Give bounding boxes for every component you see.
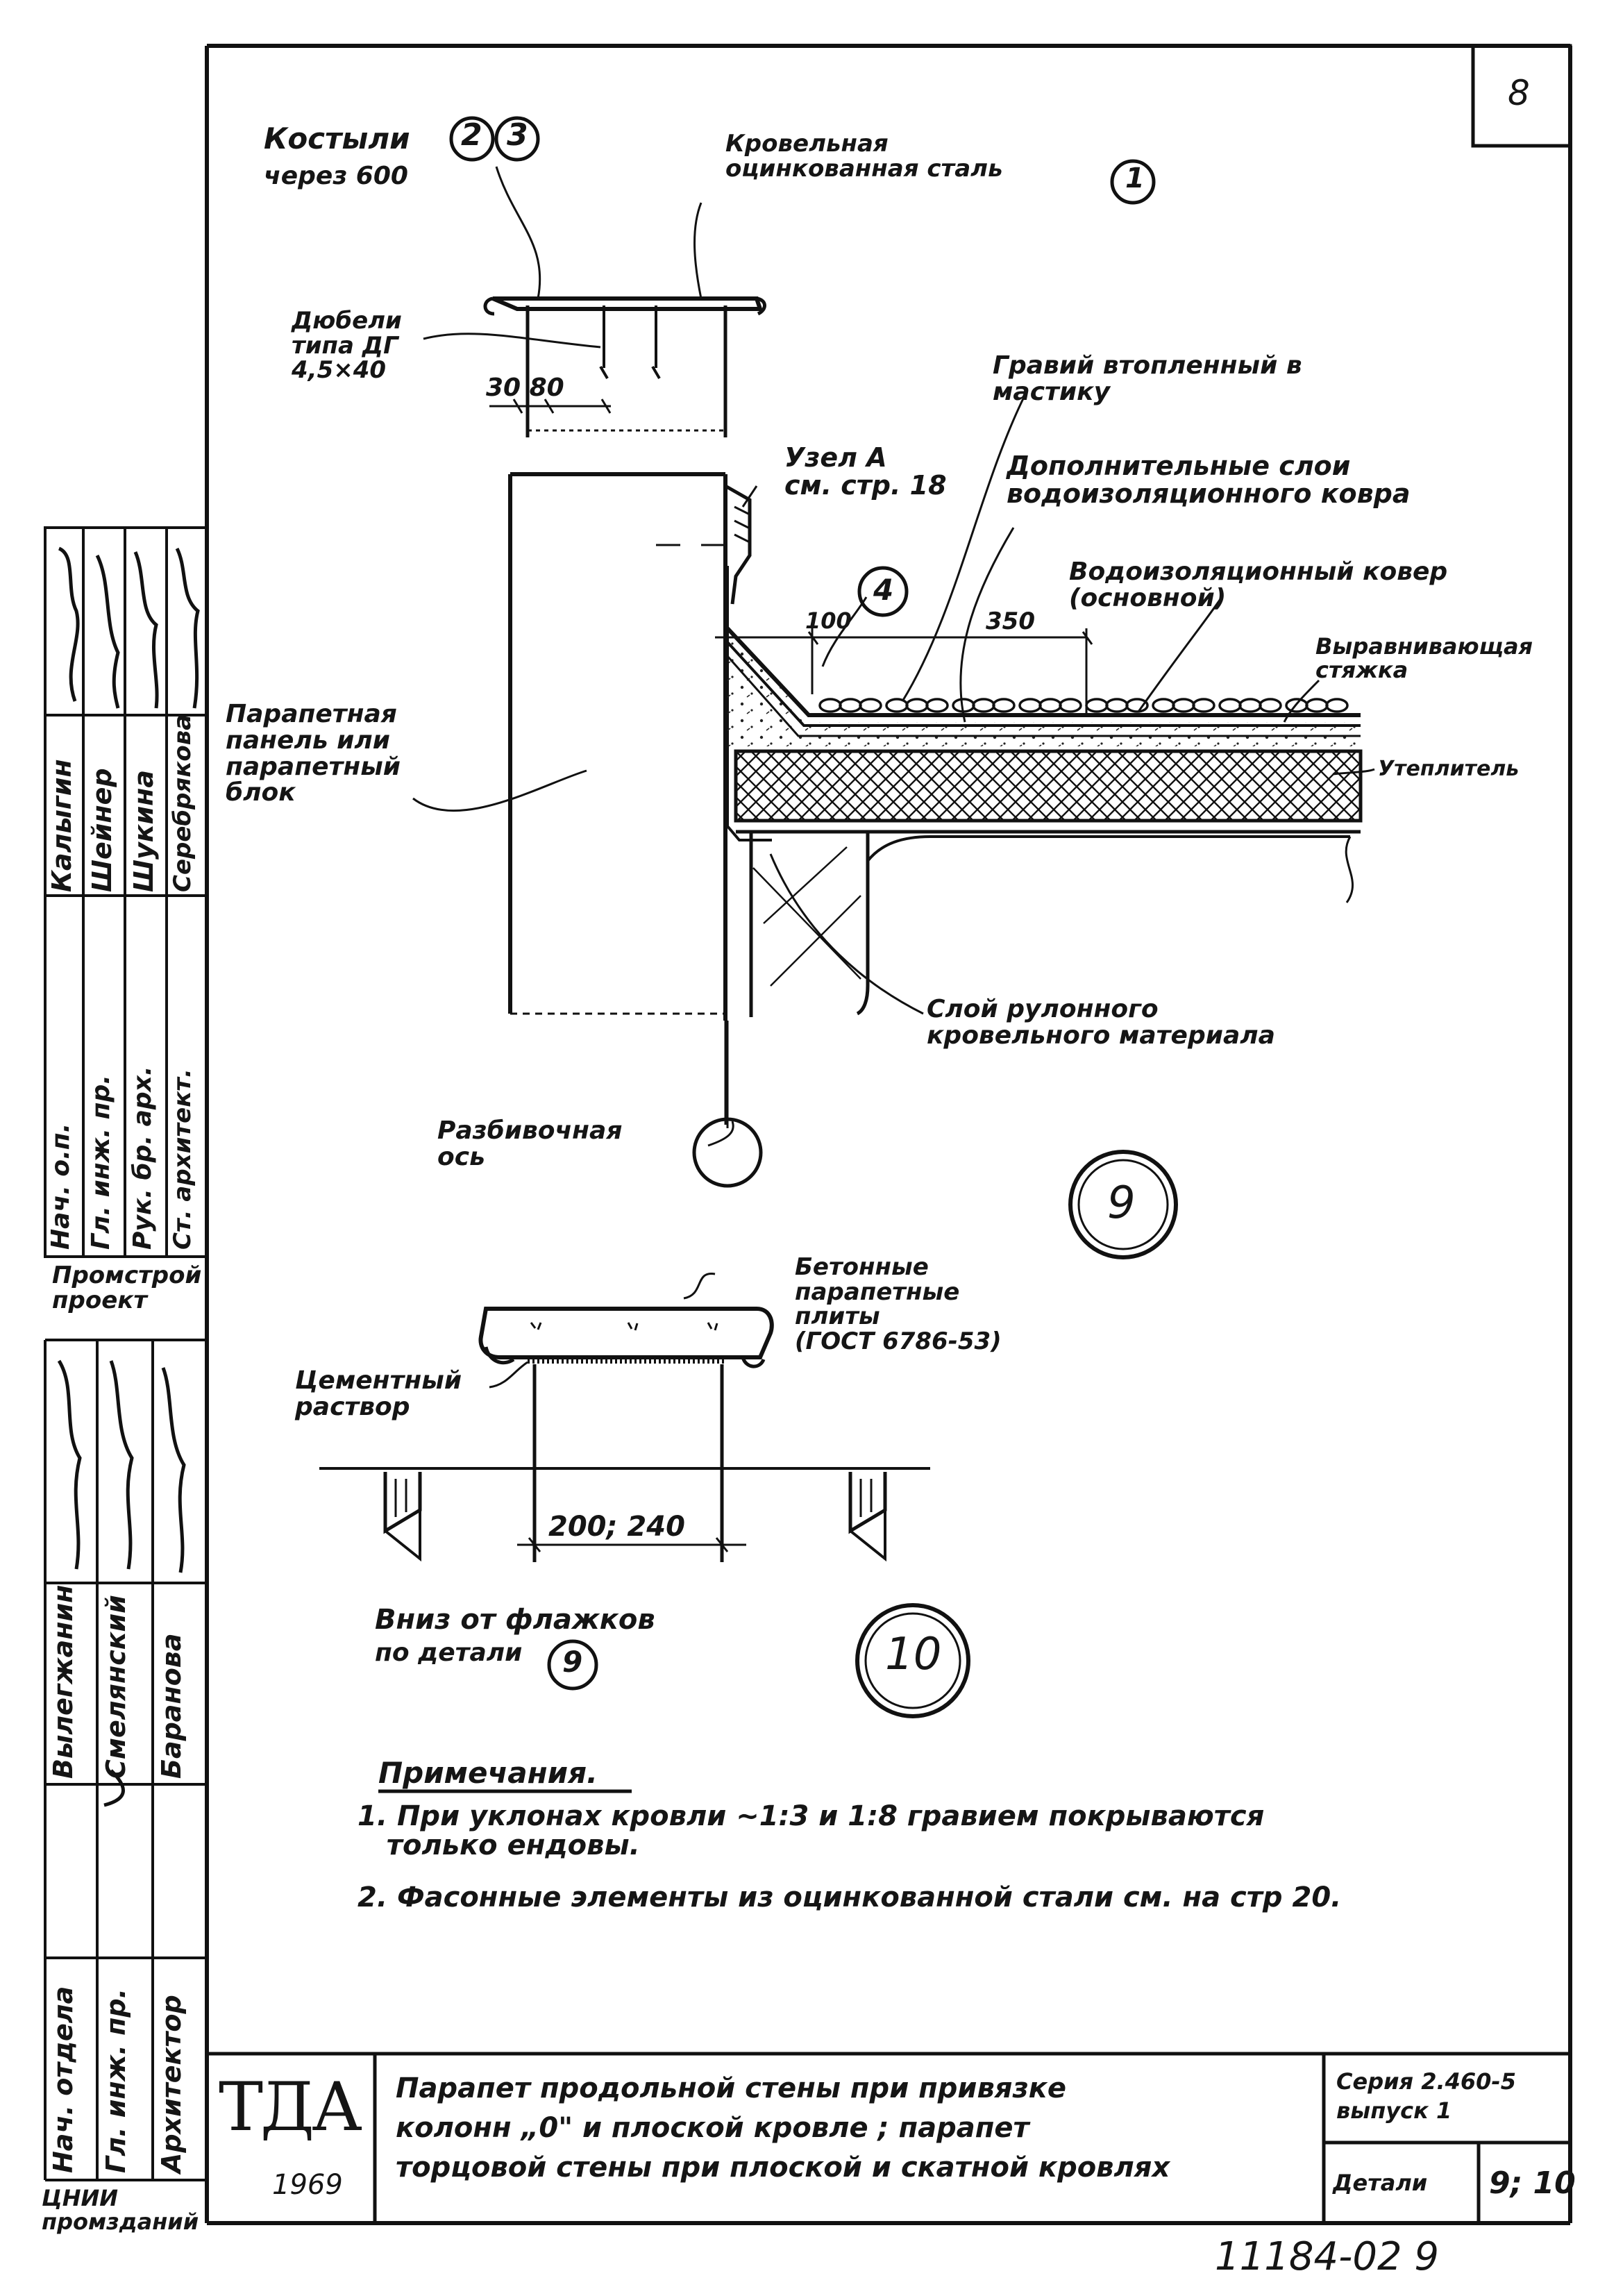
gravel-pebble bbox=[885, 698, 909, 713]
gravel-pebble bbox=[1105, 698, 1129, 713]
stamp-bottom-name-3: Баранова bbox=[156, 1633, 187, 1779]
stamp-top-name-1: Калыгин bbox=[47, 759, 77, 892]
label-node: Узел А см. стр. 18 bbox=[784, 442, 947, 501]
stamp-bottom-name-1: Вылегжанин bbox=[48, 1584, 78, 1779]
gravel-pebble bbox=[1192, 698, 1215, 713]
roof-steel-circle: 1 bbox=[1125, 162, 1145, 194]
stamp-bottom-name-2: Смелянский bbox=[101, 1595, 131, 1779]
stamp-bottom-role-2: Гл. инж. пр. bbox=[101, 1988, 131, 2173]
detail-9-number: 9 bbox=[1107, 1178, 1136, 1229]
label-kostyli-step: через 600 bbox=[264, 162, 408, 190]
label-concrete-slabs: Бетонные парапетные плиты (ГОСТ 6786-53) bbox=[795, 1253, 1002, 1356]
coping-fragment bbox=[483, 296, 766, 437]
label-parapet-panel: Парапетная панель или парапетный блок bbox=[226, 700, 401, 807]
label-screed: Выравнивающая стяжка bbox=[1315, 633, 1533, 683]
details-value: 9; 10 bbox=[1489, 2165, 1576, 2201]
detail-10-circles bbox=[547, 1603, 970, 1718]
label-kostyli: Костыли bbox=[264, 121, 410, 156]
gravel-pebble bbox=[1059, 698, 1082, 713]
label-insulation: Утеплитель bbox=[1378, 757, 1520, 781]
dim-350: 350 bbox=[986, 607, 1035, 635]
bottom-archive-stamp: 11184-02 9 bbox=[1215, 2234, 1440, 2279]
note-1: 1. При уклонах кровли ~1:3 и 1:8 гравием… bbox=[357, 1800, 1265, 1861]
details-label: Детали bbox=[1333, 2170, 1428, 2196]
gravel-pebble bbox=[1172, 698, 1195, 713]
stamp-bottom-role-3: Архитектор bbox=[156, 1995, 187, 2173]
stamp-bottom-org: ЦНИИ промзданий bbox=[42, 2185, 199, 2235]
title-block-lines bbox=[207, 2052, 1570, 2223]
gravel-pebble bbox=[818, 698, 842, 713]
leader-lines-upper bbox=[423, 166, 1029, 723]
dim-100: 100 bbox=[805, 607, 852, 634]
left-stamp-lines bbox=[44, 526, 208, 2181]
label-roll-layer: Слой рулонного кровельного материала bbox=[927, 995, 1275, 1050]
gravel-pebble bbox=[1038, 698, 1062, 713]
page-number: 8 bbox=[1508, 73, 1530, 113]
kostyli-circle-3: 3 bbox=[507, 117, 528, 153]
stamp-top-name-3: Шукина bbox=[128, 769, 159, 892]
stamp-bottom-role-1: Нач. отдела bbox=[48, 1986, 78, 2173]
gravel-pebble bbox=[1085, 698, 1109, 713]
stamp-top-role-4: Ст. архитект. bbox=[169, 1069, 196, 1250]
gravel-pebble bbox=[839, 698, 862, 713]
gravel-pebble bbox=[1152, 698, 1175, 713]
label-down-from-flags: Вниз от флажков bbox=[375, 1604, 655, 1636]
gravel-pebble bbox=[972, 698, 995, 713]
label-cement-mortar: Цементный раствор bbox=[295, 1366, 462, 1421]
dim-200-240: 200; 240 bbox=[548, 1511, 685, 1543]
detail-10-drawing bbox=[319, 1273, 930, 1562]
detail-10-ref-circle: 9 bbox=[562, 1645, 583, 1679]
stamp-top-role-2: Гл. инж. пр. bbox=[87, 1075, 115, 1250]
gravel-pebble bbox=[1305, 698, 1329, 713]
stamp-signature-strokes bbox=[57, 546, 200, 1807]
note-2: 2. Фасонные элементы из оцинкованной ста… bbox=[357, 1882, 1342, 1913]
gravel-layer bbox=[818, 698, 1349, 713]
gravel-pebble bbox=[1325, 698, 1349, 713]
label-dowels: Дюбели типа ДГ 4,5×40 bbox=[292, 307, 402, 385]
gravel-pebble bbox=[1218, 698, 1242, 713]
label-main-carpet: Водоизоляционный ковер (основной) bbox=[1069, 558, 1448, 612]
gravel-pebble bbox=[992, 698, 1016, 713]
label-by-detail: по детали bbox=[375, 1639, 523, 1667]
stamp-top-name-4: Серебрякова bbox=[169, 714, 196, 892]
series-info: Серия 2.460-5 выпуск 1 bbox=[1336, 2068, 1516, 2124]
axis-leaders bbox=[412, 596, 1375, 1147]
gravel-pebble bbox=[859, 698, 882, 713]
gravel-pebble bbox=[905, 698, 929, 713]
detail-10-number: 10 bbox=[885, 1629, 942, 1680]
stamp-top-org: Промстрой проект bbox=[52, 1262, 202, 1314]
label-roof-steel: Кровельная оцинкованная сталь bbox=[725, 130, 1003, 183]
kostyli-circle-2: 2 bbox=[461, 117, 482, 153]
circle-4: 4 bbox=[873, 573, 894, 607]
title-year: 1969 bbox=[272, 2169, 343, 2201]
gravel-pebble bbox=[1018, 698, 1042, 713]
label-extra-layers: Дополнительные слои водоизоляционного ко… bbox=[1007, 451, 1411, 509]
gravel-pebble bbox=[1125, 698, 1149, 713]
parapet-panel bbox=[508, 472, 727, 1125]
gravel-pebble bbox=[1238, 698, 1262, 713]
gravel-pebble bbox=[925, 698, 949, 713]
label-axis: Разбивочная ось bbox=[437, 1116, 623, 1171]
stamp-top-role-3: Рук. бр. арх. bbox=[128, 1066, 157, 1250]
label-gravel: Гравий втопленный в мастику bbox=[993, 351, 1302, 406]
dim-30-80: 30 80 bbox=[486, 374, 564, 402]
stamp-top-name-2: Шейнер bbox=[87, 768, 117, 892]
notes-heading: Примечания. bbox=[378, 1756, 598, 1790]
roof-layers bbox=[725, 626, 1363, 1017]
sheet-title: Парапет продольной стены при привязке ко… bbox=[396, 2072, 1170, 2184]
gravel-pebble bbox=[1259, 698, 1282, 713]
org-logo: ТДА bbox=[219, 2068, 362, 2146]
reference-circles bbox=[449, 116, 1178, 1259]
stamp-top-role-1: Нач. о.п. bbox=[47, 1123, 75, 1250]
